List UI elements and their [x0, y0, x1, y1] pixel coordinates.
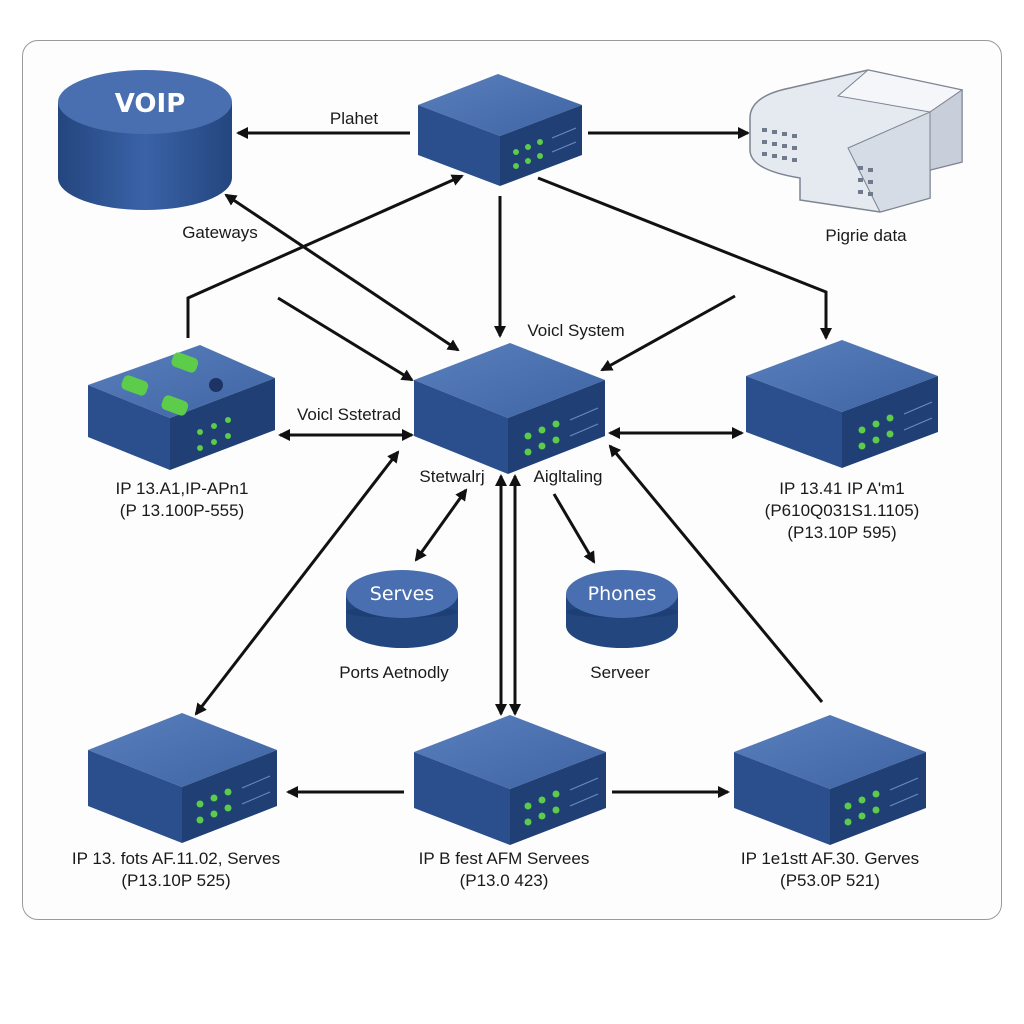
label-aigltaling: Aigltaling — [533, 467, 603, 486]
label-voicl-system: Voicl System — [527, 321, 625, 340]
label-bottom-center-ip: IP B fest AFM Servees (P13.0 423) — [419, 848, 590, 892]
label-serveer: Serveer — [590, 663, 650, 682]
arrow-top-to-right — [537, 176, 832, 340]
voip-database: VOIP — [58, 70, 232, 210]
server-left — [88, 345, 275, 470]
arrow-center-bottomleft — [194, 450, 400, 716]
bottom-center-line1: IP B fest AFM Servees — [418, 849, 590, 868]
serves-disk: Serves — [346, 570, 458, 648]
arrow-center-serves — [414, 488, 468, 562]
data-center-building-icon — [749, 69, 964, 213]
label-voicl-stetrad: Voicl Sstetrad — [297, 405, 401, 424]
arrow-bottomright-center — [608, 444, 824, 703]
phones-disk-label: Phones — [588, 583, 657, 605]
serves-disk-label: Serves — [370, 583, 434, 605]
right-server-line1: IP 13.41 IP A'm1 — [779, 479, 905, 498]
label-bottom-left-ip: IP 13. fots AF.11.02, Serves (P13.10P 52… — [72, 848, 280, 892]
server-right — [746, 340, 938, 468]
label-plahet: Plahet — [329, 109, 379, 128]
connections — [186, 127, 832, 798]
server-bottom-right — [734, 715, 926, 845]
arrow-gateways-center — [224, 193, 460, 352]
server-bottom-center — [414, 715, 606, 845]
arrow-in-center-left — [277, 296, 414, 382]
label-right-server-ip: IP 13.41 IP A'm1 (P610Q031S1.1105) (P13.… — [765, 478, 920, 544]
server-bottom-left — [88, 713, 277, 843]
label-left-server-ip: IP 13.A1,IP-APn1 (P 13.100P-555) — [116, 478, 249, 522]
right-server-line3: (P13.10P 595) — [787, 523, 897, 542]
label-bottom-right-ip: IP 1e1stt AF.30. Gerves (P53.0P 521) — [741, 848, 919, 892]
label-gateways: Gateways — [182, 223, 258, 242]
label-ports-aetnodly: Ports Aetnodly — [339, 663, 449, 682]
bottom-left-line2: (P13.10P 525) — [121, 871, 231, 890]
server-center — [414, 343, 605, 474]
server-top — [418, 74, 582, 186]
label-pigrie-data: Pigrie data — [825, 226, 907, 245]
left-server-line2: (P 13.100P-555) — [119, 501, 245, 520]
bottom-right-line1: IP 1e1stt AF.30. Gerves — [740, 849, 920, 868]
voip-label: VOIP — [115, 89, 186, 119]
arrow-left-to-top — [186, 174, 464, 338]
arrow-center-phones — [552, 493, 596, 564]
label-stetwalrj: Stetwalrj — [419, 467, 485, 486]
bottom-right-line2: (P53.0P 521) — [780, 871, 880, 890]
right-server-line2: (P610Q031S1.1105) — [764, 501, 920, 520]
phones-disk: Phones — [566, 570, 678, 648]
left-server-line1: IP 13.A1,IP-APn1 — [115, 479, 249, 498]
arrow-in-center-right — [600, 294, 736, 372]
bottom-center-line2: (P13.0 423) — [459, 871, 549, 890]
bottom-left-line1: IP 13. fots AF.11.02, Serves — [71, 849, 281, 868]
